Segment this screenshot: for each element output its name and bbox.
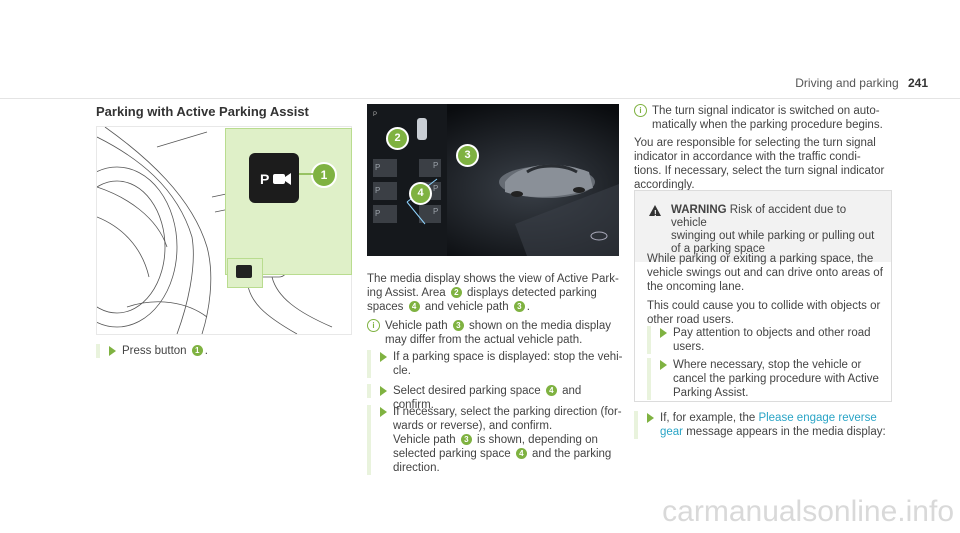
step-arrow-icon	[647, 413, 654, 423]
svg-text:P: P	[260, 171, 269, 187]
step-arrow-icon	[380, 352, 387, 362]
ref-number: 3	[460, 434, 472, 445]
svg-text:P: P	[375, 209, 380, 218]
step-arrow-icon	[109, 346, 116, 356]
park-assist-icon: P	[260, 171, 291, 187]
step-stop-vehicle: If a parking space is displayed: stop th…	[367, 350, 625, 378]
step-select-direction: If necessary, select the parking directi…	[367, 405, 625, 475]
turn-signal-responsibility: You are responsible for selecting the tu…	[634, 137, 885, 191]
reverse-gear-message: Please engage reverse	[758, 412, 877, 424]
warning-box: ! WARNING Risk of accident due to vehicl…	[634, 190, 892, 402]
svg-text:P: P	[375, 186, 380, 195]
warning-header: ! WARNING Risk of accident due to vehicl…	[635, 191, 891, 262]
callout-4-number: 4	[417, 187, 424, 199]
callout-3-number: 3	[464, 149, 471, 161]
callout-1-circle: 1	[311, 162, 337, 188]
ref-number: 4	[515, 448, 527, 459]
step-arrow-icon	[660, 328, 667, 338]
warning-body: While parking or exiting a parking space…	[647, 253, 883, 326]
ref-number: 3	[452, 320, 464, 331]
warning-step-cancel: Where necessary, stop the vehicle or can…	[647, 358, 883, 400]
warning-label: WARNING	[671, 204, 727, 216]
callout-1-leader	[299, 173, 313, 175]
ref-number: 2	[450, 287, 462, 298]
warning-triangle-icon: !	[649, 205, 661, 218]
ref-number: 4	[408, 301, 420, 312]
section-title: Parking with Active Parking Assist	[96, 104, 309, 119]
turn-signal-note: i The turn signal indicator is switched …	[634, 104, 922, 132]
cockpit-illustration: P 1	[56, 126, 352, 335]
media-display-image: P P P P P P P 2 3 4	[367, 104, 619, 256]
svg-text:P: P	[433, 207, 438, 216]
step-arrow-icon	[380, 407, 387, 417]
info-icon: i	[367, 319, 380, 332]
callout-4-circle: 4	[409, 182, 432, 205]
callout-3-circle: 3	[456, 144, 479, 167]
ref-number: 4	[545, 385, 557, 396]
step-arrow-icon	[660, 360, 667, 370]
svg-text:P: P	[373, 112, 377, 118]
step-arrow-icon	[380, 386, 387, 396]
button-location-small	[236, 265, 252, 278]
running-header: Driving and parking 241	[795, 76, 928, 90]
step-select-space: Select desired parking space 4 and confi…	[367, 384, 625, 411]
vehicle-path-note: i Vehicle path 3 shown on the media disp…	[367, 319, 645, 347]
parking-button-zoom: P	[249, 153, 299, 203]
reverse-gear-message-cont: gear	[660, 426, 684, 438]
ref-number: 1	[191, 345, 203, 356]
media-display-intro: The media display shows the view of Acti…	[367, 273, 619, 313]
step-press-button: Press button 1.	[96, 344, 352, 358]
ref-number: 3	[513, 301, 525, 312]
running-header-section: Driving and parking	[795, 76, 899, 90]
callout-2-circle: 2	[386, 127, 409, 150]
warning-step-attention: Pay attention to objects and other road …	[647, 326, 883, 354]
svg-text:P: P	[433, 184, 438, 193]
step-reverse-gear: If, for example, the Please engage rever…	[634, 411, 900, 439]
page-number: 241	[907, 76, 928, 90]
header-rule	[0, 98, 960, 99]
info-icon: i	[634, 104, 647, 117]
watermark: carmanualsonline.info	[662, 495, 954, 528]
media-display-graphic: P P P P P P P	[367, 104, 619, 256]
callout-1-number: 1	[320, 168, 328, 182]
svg-text:P: P	[433, 161, 438, 170]
callout-2-number: 2	[394, 132, 401, 144]
svg-text:P: P	[375, 163, 380, 172]
